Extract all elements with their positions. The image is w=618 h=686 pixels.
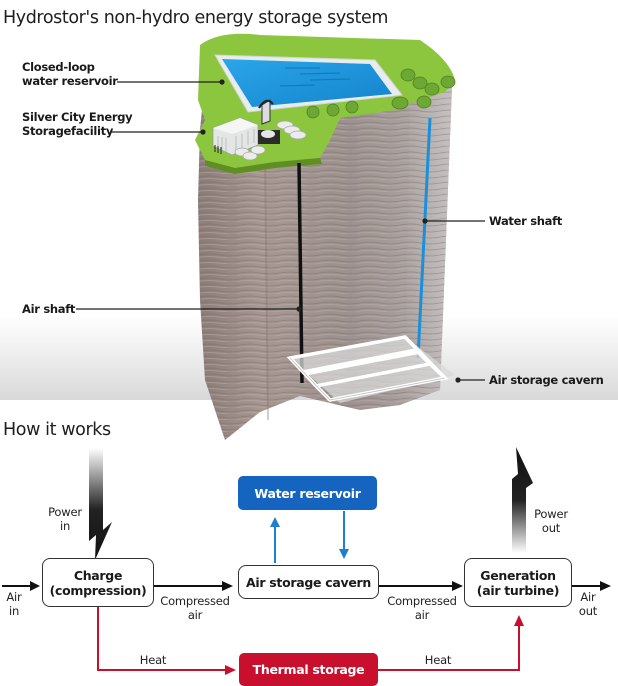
label-line: in [59,519,71,533]
power-in-arrow [89,448,112,560]
heat-arrow-1 [97,606,228,671]
air-cavern-box: Air storage cavern [238,565,379,599]
label-line: Power [48,505,82,519]
callout-facility: Silver City Energy Storagefacility [22,110,133,138]
leader-lines [76,79,485,383]
storage-illustration [76,33,485,440]
label-line: air [187,608,203,622]
label-line: out [578,604,598,618]
label-line: Air [6,590,22,604]
callout-line: water reservoir [22,74,118,88]
water-reservoir-box: Water reservoir [238,476,377,510]
power-out-arrow [512,447,533,553]
callout-line: Closed-loop [22,60,95,74]
label-line: Compressed [387,594,457,608]
callout-line: Silver City Energy [22,110,133,124]
heat-arrow-2 [378,624,520,671]
water-reservoir [214,54,403,113]
section-title: How it works [3,420,111,440]
water-shaft-line [416,117,432,359]
heat-label-1: Heat [139,653,167,667]
callout-water-reservoir: Closed-loop water reservoir [22,60,118,88]
air-out-label: Air out [572,590,604,618]
callout-air-shaft: Air shaft [22,302,76,316]
compressed-air-label-2: Compressed air [382,594,462,622]
charge-box: Charge (compression) [42,558,154,607]
box-line: (air turbine) [476,582,560,598]
box-line: Charge [73,567,123,583]
label-line: Air [580,590,596,604]
trees [306,68,456,119]
callout-line: Storagefacility [22,124,114,138]
label-line: Compressed [160,594,230,608]
generation-box: Generation (air turbine) [464,558,572,607]
heat-label-2: Heat [424,653,452,667]
label-line: in [8,604,20,618]
label-line: Power [534,507,568,521]
label-line: out [541,521,561,535]
box-line: Generation [480,567,556,583]
label-line: air [414,608,430,622]
thermal-storage-box: Thermal storage [239,653,378,686]
air-in-label: Air in [0,590,28,618]
callout-water-shaft: Water shaft [489,214,562,228]
storage-facility [212,99,307,161]
callout-air-cavern: Air storage cavern [489,373,604,387]
page-title: Hydrostor's non-hydro energy storage sys… [3,8,389,28]
air-shaft-line [297,162,304,384]
air-storage-cavern [286,335,455,403]
power-out-label: Power out [526,507,576,535]
compressed-air-label-1: Compressed air [155,594,235,622]
box-line: (compression) [49,582,147,598]
power-in-label: Power in [40,505,90,533]
